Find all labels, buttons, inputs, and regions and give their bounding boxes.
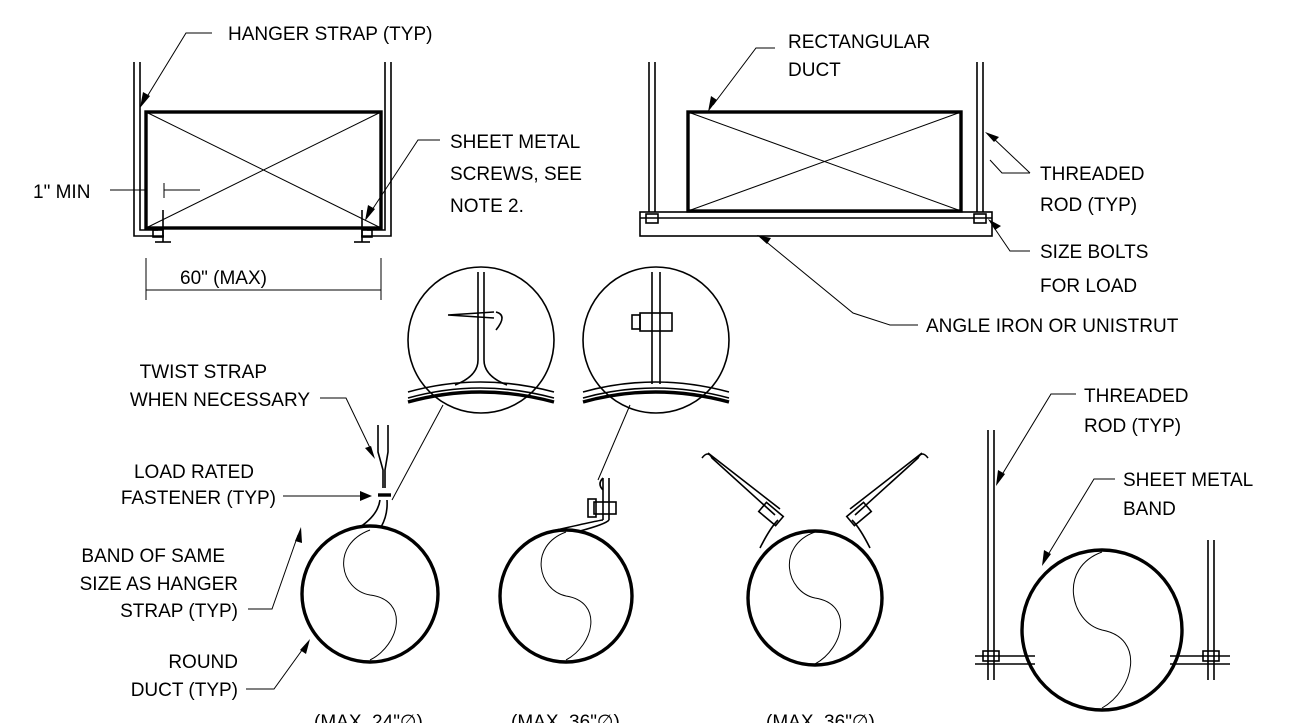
detail-callout-2 [582,266,730,481]
label-round-duct-1: ROUND [168,652,238,673]
label-sheet-metal-band-2: BAND [1123,499,1176,520]
duct-2-band [498,528,634,664]
label-size-bolts-1: SIZE BOLTS [1040,242,1148,263]
angle-iron [639,211,993,237]
label-load-rated-2: FASTENER (TYP) [121,488,276,509]
label-band-same-size-3: STRAP (TYP) [120,601,238,622]
duct-4-left-rod [987,430,995,680]
label-sheet-metal-screws-1: SHEET METAL [450,132,580,153]
detail-callout-1 [391,266,555,501]
label-one-inch-min: 1" MIN [33,182,90,203]
right-hanger-strap [361,62,392,237]
label-max-36-a: (MAX. 36"∅) [511,712,620,723]
left-threaded-rod [648,62,656,212]
label-hanger-strap: HANGER STRAP (TYP) [228,24,432,45]
duct-2-cross-lines [687,111,962,212]
duct-2-s-curve [540,531,592,661]
duct-1-cross-lines [145,111,382,229]
label-sixty-max: 60" (MAX) [180,268,267,289]
label-rectangular-duct-2: DUCT [788,60,841,81]
label-threaded-rod-2a: THREADED [1084,386,1189,407]
right-bolt-head [973,213,987,224]
callout-1-leader [391,404,444,501]
round-duct-4 [975,430,1230,712]
left-bolt-head [645,213,659,224]
label-size-bolts-2: FOR LOAD [1040,276,1137,297]
sixty-inch-dimension [145,258,382,300]
duct-3-right-bolt [845,501,873,527]
callout-2-leader [597,404,631,481]
label-threaded-rod-1b: ROD (TYP) [1040,195,1137,216]
leaders [110,32,1115,690]
label-band-same-size-1: BAND OF SAME [81,546,225,567]
label-load-rated-1: LOAD RATED [134,462,254,483]
one-inch-dimension [140,183,200,198]
duct-3-s-curve [788,531,842,665]
label-sheet-metal-band-1: SHEET METAL [1123,470,1253,491]
label-band-same-size-2: SIZE AS HANGER [80,574,238,595]
label-angle-iron: ANGLE IRON OR UNISTRUT [926,316,1179,337]
duct-1-band-ear [359,499,388,528]
duct-4-band-tabs [975,655,1230,665]
label-twist-strap-1: TWIST STRAP [140,362,267,383]
round-duct-1 [300,425,440,664]
duct-4-s-curve [1073,551,1131,709]
twist-strap [377,425,389,488]
label-sheet-metal-screws-3: NOTE 2. [450,196,524,217]
duct-2-hanger [599,477,610,520]
duct-3-left-hanger [701,452,781,516]
label-threaded-rod-1a: THREADED [1040,164,1145,185]
duct-3-left-bolt [757,501,785,527]
rect-duct-1 [144,110,383,230]
label-round-duct-2: DUCT (TYP) [131,680,238,701]
round-duct-3 [701,452,929,667]
round-duct-2 [498,477,634,664]
right-threaded-rod [976,62,984,212]
label-rectangular-duct-1: RECTANGULAR [788,32,930,53]
duct-3-right-hanger [849,452,929,516]
left-screw [152,210,171,243]
duct-4-band [1020,548,1184,712]
label-sheet-metal-screws-2: SCREWS, SEE [450,164,582,185]
duct-3-band-ears [759,519,871,549]
duct-2-nut [587,498,597,518]
strap-hung-rect-duct [133,62,392,300]
label-threaded-rod-2b: ROD (TYP) [1084,416,1181,437]
rect-duct-2 [686,110,963,213]
right-screw [354,210,373,243]
duct-4-right-rod [1207,540,1215,680]
left-hanger-strap [133,62,164,237]
label-max-36-b: (MAX. 36"∅) [766,712,875,723]
duct-3-band [746,529,884,667]
duct-2-band-ear [551,519,610,532]
label-twist-strap-2: WHEN NECESSARY [130,390,311,411]
duct-1-band [300,524,440,664]
label-max-24: (MAX. 24"∅) [314,712,423,723]
duct-2-bolt [593,501,617,515]
duct-1-s-curve [343,529,397,661]
rod-hung-rect-duct [639,62,993,237]
